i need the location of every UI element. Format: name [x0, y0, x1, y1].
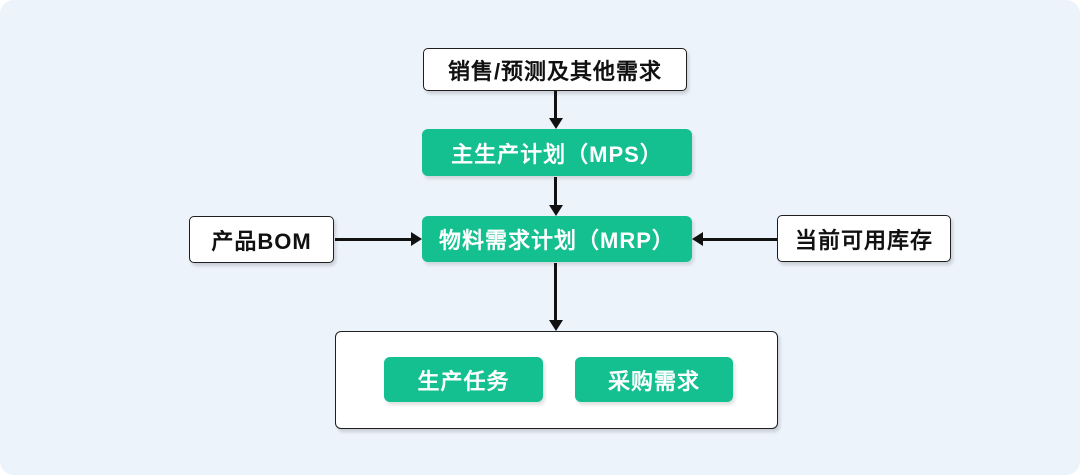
arrow-bom-to-mrp-line [335, 238, 412, 241]
node-purchase-demand: 采购需求 [575, 357, 733, 402]
node-product-bom: 产品BOM [189, 216, 334, 263]
arrow-inventory-to-mrp-head-icon [692, 232, 703, 246]
node-production-task: 生产任务 [384, 357, 543, 402]
arrow-demand-to-mps-line [554, 91, 557, 119]
arrow-demand-to-mps-head-icon [549, 118, 563, 129]
outputs-container: 生产任务 采购需求 [335, 331, 778, 429]
arrow-mrp-to-outputs-line [554, 263, 557, 320]
arrow-inventory-to-mrp-line [702, 238, 777, 241]
node-available-inventory: 当前可用库存 [777, 215, 951, 262]
arrow-mrp-to-outputs-head-icon [549, 320, 563, 331]
node-mps: 主生产计划（MPS） [422, 129, 692, 176]
node-sales-forecast-demand: 销售/预测及其他需求 [423, 48, 687, 91]
node-mrp: 物料需求计划（MRP） [422, 216, 692, 262]
arrow-mps-to-mrp-line [554, 177, 557, 205]
arrow-mps-to-mrp-head-icon [549, 205, 563, 216]
arrow-bom-to-mrp-head-icon [411, 232, 422, 246]
